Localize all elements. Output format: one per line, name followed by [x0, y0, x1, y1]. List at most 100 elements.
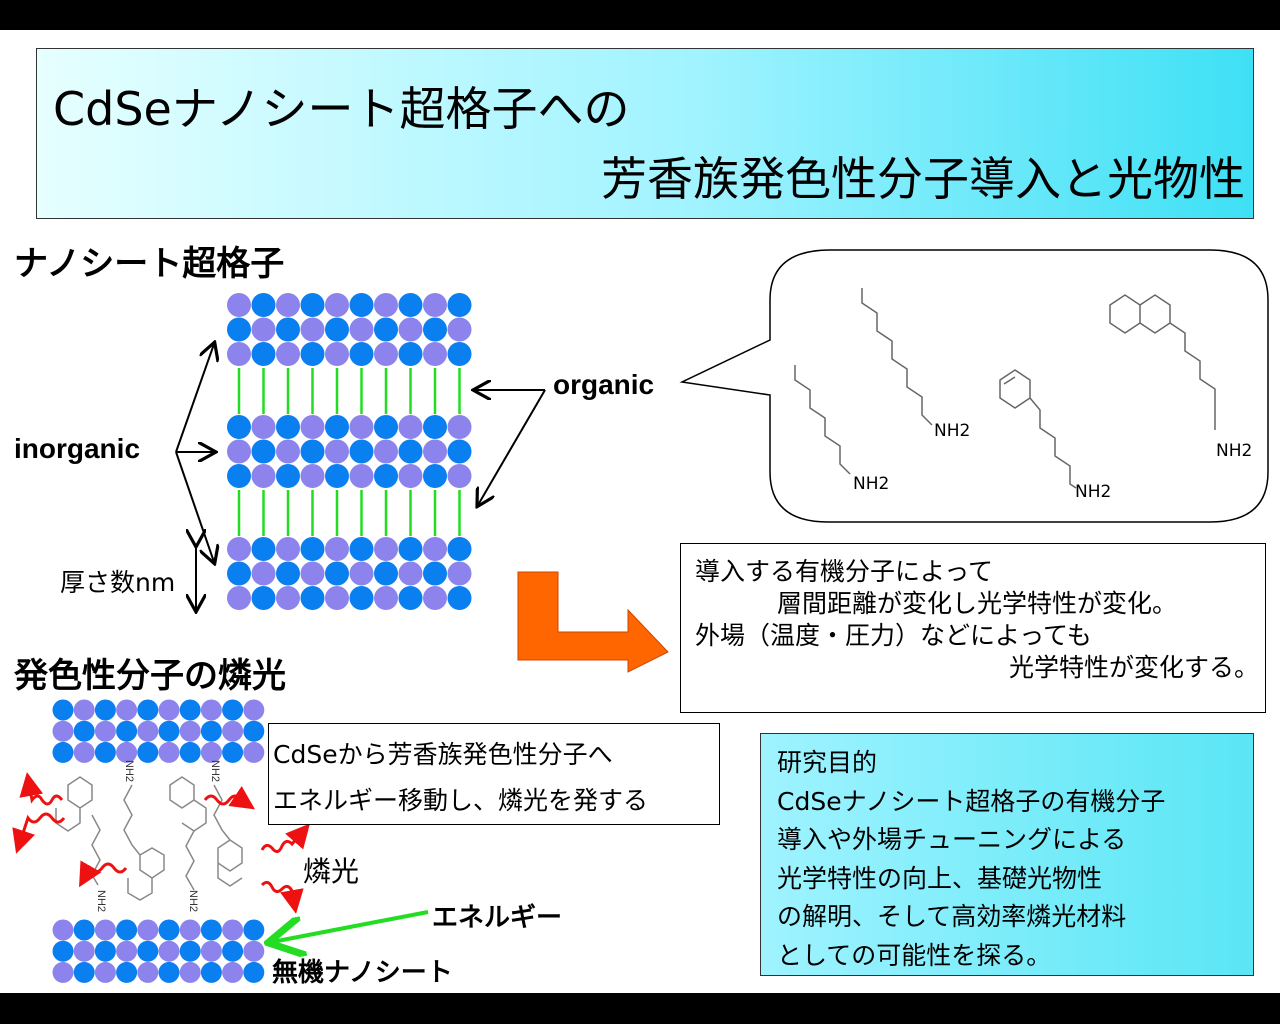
atom — [325, 561, 349, 586]
atom — [227, 586, 251, 610]
atom — [300, 317, 325, 342]
atom — [179, 720, 201, 742]
bottom-black-bar — [0, 993, 1280, 1024]
atom — [116, 699, 138, 721]
atom — [447, 537, 472, 561]
atom — [398, 464, 423, 488]
atom — [73, 741, 95, 763]
atom — [398, 561, 423, 586]
atom — [94, 699, 116, 721]
atom — [73, 919, 95, 941]
atom — [251, 464, 276, 488]
atom — [349, 537, 374, 561]
effect-box: 導入する有機分子によって 層間距離が変化し光学特性が変化。 外場（温度・圧力）な… — [680, 543, 1266, 713]
atom — [374, 561, 398, 586]
atom — [374, 586, 398, 610]
atom — [276, 415, 300, 439]
atom — [349, 464, 374, 488]
effect-line: 光学特性が変化する。 — [1008, 653, 1259, 682]
atom — [374, 342, 398, 366]
atom — [398, 293, 423, 317]
atom — [73, 961, 95, 983]
atom — [227, 415, 251, 439]
atom — [227, 439, 251, 464]
amine-label: NH2 — [123, 760, 135, 782]
atom — [52, 741, 74, 763]
atom — [200, 699, 222, 721]
amine-label: NH2 — [209, 760, 221, 782]
atom — [423, 342, 447, 366]
atom — [300, 586, 325, 610]
atom — [349, 415, 374, 439]
speech-bubble — [679, 249, 1269, 523]
research-purpose-box: 研究目的 CdSeナノシート超格子の有機分子 導入や外場チューニングによる 光学… — [760, 733, 1254, 976]
atom — [222, 940, 244, 962]
phosphorescence-label: 燐光 — [303, 855, 360, 888]
atom — [227, 293, 251, 317]
purpose-line: の解明、そして高効率燐光材料 — [777, 902, 1127, 931]
atom — [349, 317, 374, 342]
amine-label: NH2 — [1075, 482, 1112, 502]
atom — [179, 919, 201, 941]
atom — [276, 317, 300, 342]
atom — [325, 537, 349, 561]
thickness-label: 厚さ数nm — [60, 568, 176, 597]
atom — [222, 961, 244, 983]
atom — [222, 919, 244, 941]
atom — [158, 699, 180, 721]
atom — [398, 537, 423, 561]
atom — [349, 342, 374, 366]
transfer-line: CdSeから芳香族発色性分子へ — [273, 740, 613, 769]
atom — [179, 741, 201, 763]
atom — [200, 919, 222, 941]
atom — [243, 940, 265, 962]
atom — [158, 940, 180, 962]
atom — [158, 919, 180, 941]
purpose-line: としての可能性を探る。 — [777, 940, 1052, 970]
atom — [374, 293, 398, 317]
atom — [398, 439, 423, 464]
atom — [349, 293, 374, 317]
purpose-line: CdSeナノシート超格子の有機分子 — [777, 786, 1166, 816]
atom — [94, 940, 116, 962]
atom — [52, 940, 74, 962]
atom — [243, 919, 265, 941]
title-line2: 芳香族発色性分子導入と光物性 — [601, 152, 1245, 206]
atom — [227, 561, 251, 586]
atom — [251, 317, 276, 342]
atom — [227, 537, 251, 561]
atom — [116, 720, 138, 742]
atom — [447, 561, 472, 586]
atom — [251, 586, 276, 610]
atom — [398, 317, 423, 342]
atom — [398, 342, 423, 366]
purpose-line: 導入や外場チューニングによる — [777, 825, 1127, 854]
amine-label: NH2 — [1216, 441, 1253, 461]
atom — [137, 961, 159, 983]
atom — [227, 317, 251, 342]
atom — [349, 586, 374, 610]
atom — [179, 940, 201, 962]
atom — [116, 741, 138, 763]
atom — [423, 464, 447, 488]
atom — [423, 317, 447, 342]
atom — [374, 464, 398, 488]
atom — [325, 415, 349, 439]
atom — [300, 415, 325, 439]
atom — [94, 741, 116, 763]
atom — [158, 961, 180, 983]
atom — [137, 720, 159, 742]
atom — [222, 699, 244, 721]
atom — [325, 586, 349, 610]
atom — [200, 741, 222, 763]
atom — [243, 720, 265, 742]
atom — [325, 293, 349, 317]
atom — [447, 317, 472, 342]
atom — [73, 720, 95, 742]
atom — [447, 439, 472, 464]
atom — [52, 961, 74, 983]
nanosheet-phosphor — [52, 699, 265, 983]
energy-transfer-box: CdSeから芳香族発色性分子へ エネルギー移動し、燐光を発する — [268, 723, 720, 825]
title-line1: CdSeナノシート超格子への — [53, 82, 630, 136]
